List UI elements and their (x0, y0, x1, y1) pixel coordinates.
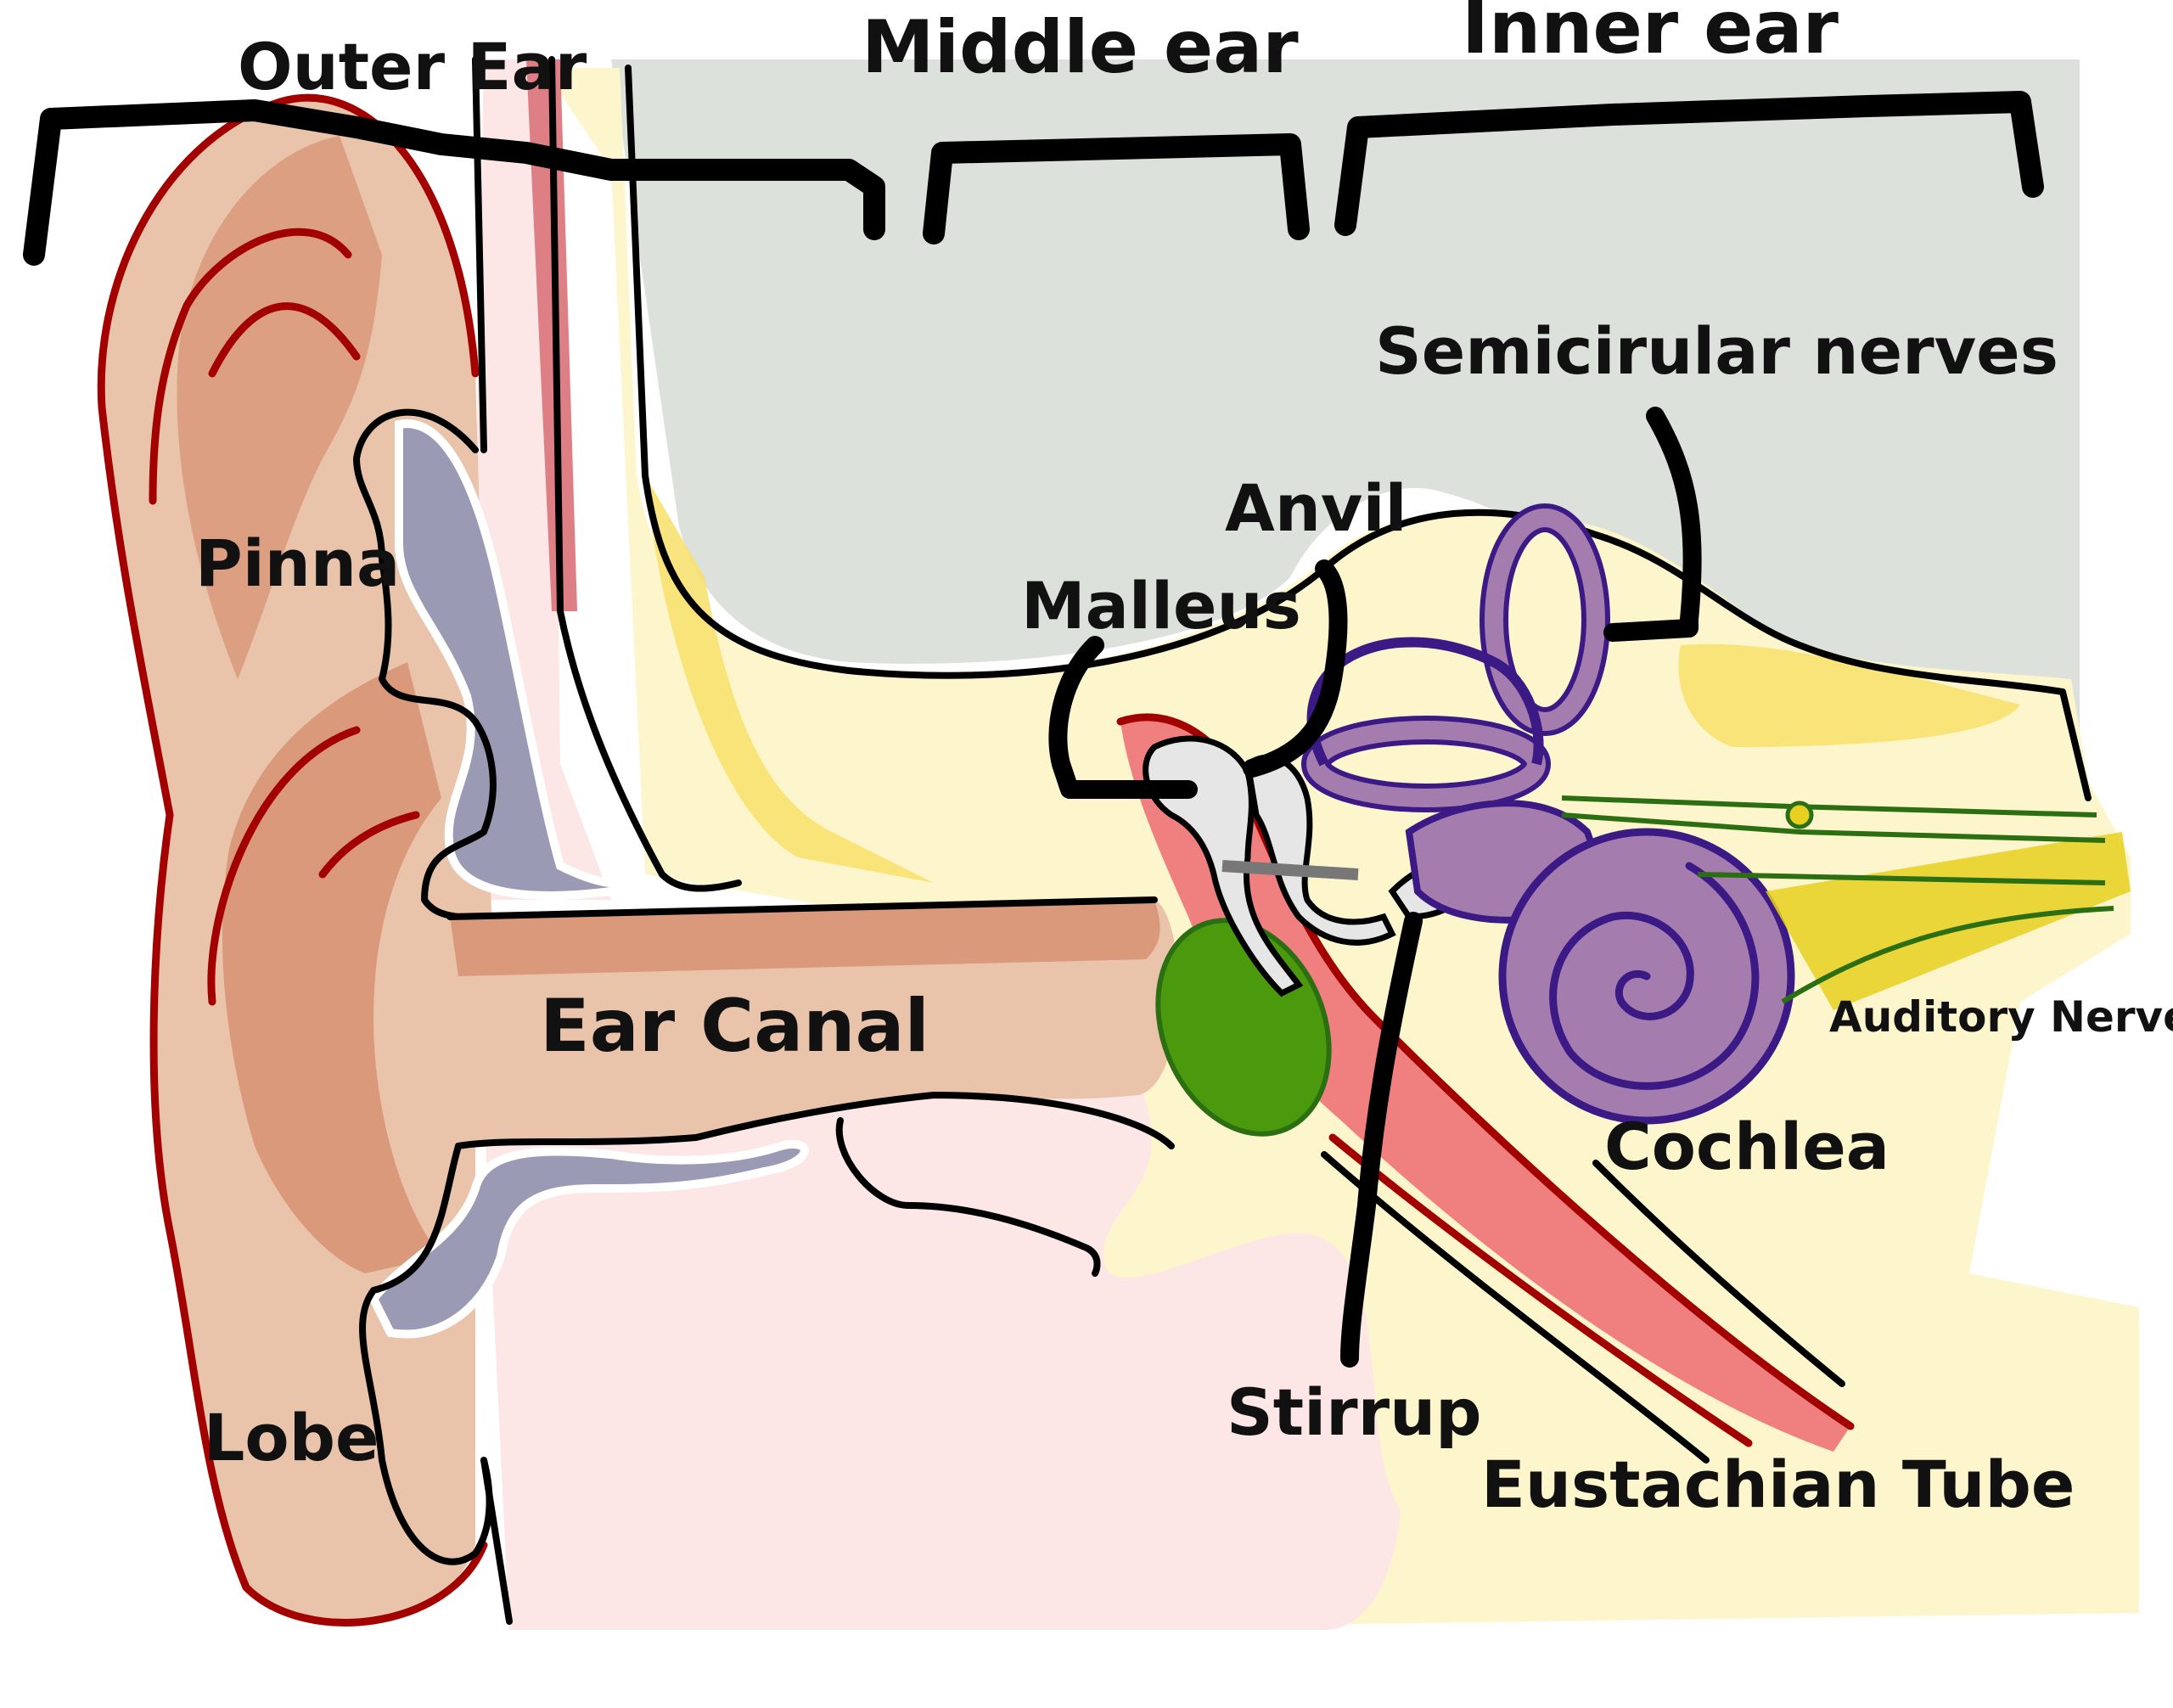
label-pinna: Pinna (195, 525, 400, 601)
bone-inner-yellow (645, 475, 934, 883)
label-cochlea: Cochlea (1604, 1109, 1889, 1184)
nerve-line-3 (1697, 872, 2106, 885)
skull-region (611, 59, 2080, 739)
concha-line (207, 726, 361, 1006)
malleus-pointer (1048, 636, 1198, 799)
semicircular-pointer (1603, 407, 1702, 642)
pinna-outline (97, 93, 488, 1627)
nerve-ganglion (1785, 801, 1814, 829)
helix-line (149, 228, 352, 505)
cochlea-spiral (1549, 862, 1760, 1090)
label-middle-ear: Middle ear (862, 5, 1299, 90)
outer-ear-bracket (23, 99, 885, 266)
label-lobe: Lobe (204, 1400, 379, 1475)
middle-ear-bracket (923, 133, 1310, 244)
ligament (1221, 860, 1359, 880)
cartilage-lower (368, 1140, 809, 1339)
label-stirrup: Stirrup (1227, 1374, 1482, 1450)
label-inner-ear: Inner ear (1462, 0, 1839, 70)
inner-ear-bracket (1334, 91, 2044, 236)
label-anvil: Anvil (1225, 470, 1407, 546)
red-vessel (526, 59, 577, 611)
nerve-line-2 (1561, 812, 2106, 843)
tragus-outline (353, 408, 615, 922)
head-line-left (472, 56, 487, 453)
bone-inner-yellow-right (1678, 643, 2020, 747)
bone-top-outline (625, 65, 2092, 801)
helix-dark (177, 136, 382, 679)
label-malleus: Malleus (1021, 568, 1301, 643)
tube-black-line (1592, 1160, 1845, 1387)
nerve-line-4 (1781, 906, 2114, 1004)
anvil-bone (1244, 754, 1396, 946)
helix-line-2 (208, 302, 361, 378)
label-ear-canal: Ear Canal (540, 984, 929, 1069)
eustachian-tube-outline-2 (1328, 1133, 1753, 1447)
label-semicircular: Semicirular nerves (1375, 313, 2058, 389)
concha-dark (222, 662, 441, 1273)
stirrup-pointer (1340, 912, 1423, 1368)
ear-canal-bottom (455, 1092, 1175, 1149)
lower-jaw-outline (835, 1117, 1101, 1277)
label-outer-ear: Outer Ear (238, 29, 587, 104)
label-eustachian-tube: Eustachian Tube (1481, 1447, 2075, 1522)
canal-vertical-fill (1485, 508, 1605, 731)
ear-canal-top (446, 896, 1158, 920)
ear-canal-dark (450, 900, 1160, 976)
lobe-outline (359, 1143, 493, 1565)
tube-black-line-2 (1321, 1151, 1710, 1464)
head-line-mid (548, 56, 742, 892)
cartilage-upper (395, 419, 649, 900)
label-auditory-nerve: Auditory Nerve (1829, 992, 2173, 1042)
anvil-pointer (1243, 559, 1348, 778)
canal-arc (1306, 637, 1544, 767)
concha-line-2 (318, 811, 420, 879)
neck-line (480, 1457, 513, 1625)
